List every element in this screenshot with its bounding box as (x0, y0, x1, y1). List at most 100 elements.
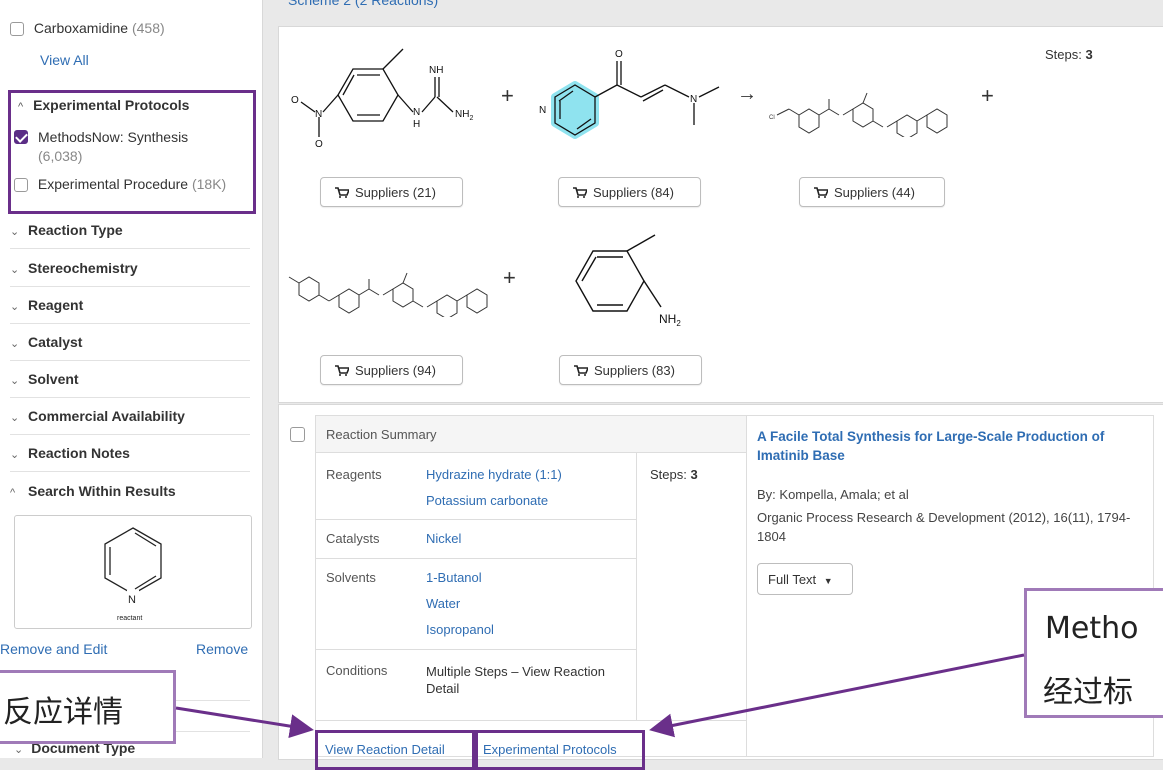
structure-product-chloromethyl[interactable]: Cl (767, 57, 977, 137)
reference-column (745, 415, 1154, 757)
o-label: O (315, 139, 323, 150)
chevron-down-icon: ⌄ (10, 375, 20, 387)
solvents-label: Solvents (326, 570, 376, 585)
methodsnow-count: (6,038) (38, 148, 83, 164)
chevron-down-icon: ⌄ (10, 338, 20, 350)
cart-icon (573, 187, 587, 198)
select-reaction-checkbox[interactable] (290, 427, 305, 442)
suppliers-button-1[interactable]: Suppliers (21) (320, 177, 463, 207)
scheme-steps: Steps: 3 (1045, 47, 1093, 62)
divider (316, 519, 636, 520)
summary-steps: Steps: 3 (650, 467, 698, 482)
facet-catalyst[interactable]: ⌄Catalyst (10, 324, 250, 361)
full-text-label: Full Text (768, 572, 817, 587)
filter-experimental-procedure[interactable]: Experimental Procedure (18K) (14, 176, 254, 193)
facet-label: Reaction Type (28, 222, 123, 238)
solvent-link[interactable]: 1-Butanol (426, 570, 482, 585)
filter-methodsnow[interactable]: MethodsNow: Synthesis (6,038) (14, 128, 240, 166)
facet-search-within-results[interactable]: ^Search Within Results (10, 473, 250, 509)
facet-label: Reagent (28, 297, 84, 313)
facet-reaction-type[interactable]: ⌄ Reaction Type (10, 212, 250, 249)
suppliers-label: Suppliers (44) (834, 185, 915, 200)
chevron-down-icon: ⌄ (10, 226, 20, 238)
plus-sign: + (503, 265, 516, 290)
reference-journal: Organic Process Research & Development (… (757, 510, 1131, 544)
facet-label: Document Type (31, 740, 136, 756)
facet-label: Commercial Availability (28, 408, 185, 424)
carboxamidine-checkbox[interactable] (10, 22, 24, 37)
plus-sign: + (501, 83, 514, 108)
experimental-protocols-header[interactable]: ^ Experimental Protocols (18, 97, 258, 113)
o-label: O (291, 95, 299, 106)
experimental-procedure-checkbox[interactable] (14, 178, 28, 193)
facet-label: Solvent (28, 371, 79, 387)
callout-methodsnow: Metho 经过标 (1024, 588, 1163, 718)
reagent-link[interactable]: Potassium carbonate (426, 493, 549, 508)
n-label: N (315, 109, 322, 120)
divider (316, 720, 746, 721)
steps-label: Steps: (650, 467, 687, 482)
facet-stereochemistry[interactable]: ⌄ Stereochemistry (10, 250, 250, 287)
scheme-title[interactable]: Scheme 2 (2 Reactions) (288, 0, 439, 8)
suppliers-button-4[interactable]: Suppliers (94) (320, 355, 463, 385)
facet-document-type[interactable]: ⌄ Document Type (14, 740, 135, 756)
divider (316, 649, 636, 650)
callout-text: 经过标 (1043, 675, 1133, 710)
suppliers-label: Suppliers (94) (355, 363, 436, 378)
cart-icon (335, 365, 349, 376)
o-label: O (615, 49, 623, 60)
nitrogen-atom-label: N (128, 594, 136, 606)
facet-label: Stereochemistry (28, 260, 138, 276)
structure-enaminone[interactable]: N O N (531, 39, 731, 159)
reagents-label: Reagents (326, 467, 382, 482)
conditions-value: Multiple Steps – View Reaction Detail (426, 664, 605, 696)
solvent-link[interactable]: Isopropanol (426, 622, 494, 637)
solvent-link[interactable]: Water (426, 596, 461, 611)
facet-reaction-notes[interactable]: ⌄Reaction Notes (10, 435, 250, 472)
remove-and-edit-link[interactable]: Remove and Edit (0, 641, 108, 657)
structure-query-box[interactable]: N reactant (14, 515, 252, 629)
experimental-protocols-link[interactable]: Experimental Protocols (483, 742, 617, 757)
methodsnow-checkbox[interactable] (14, 130, 28, 144)
plus-sign: + (981, 83, 994, 108)
n-label: N (539, 105, 546, 116)
view-all-link[interactable]: View All (40, 52, 89, 68)
column-divider (636, 452, 637, 720)
chevron-down-icon: ⌄ (10, 301, 20, 313)
callout-text: 反应详情 (3, 695, 123, 730)
suppliers-label: Suppliers (84) (593, 185, 674, 200)
facet-commercial-availability[interactable]: ⌄Commercial Availability (10, 398, 250, 435)
chevron-down-icon: ⌄ (10, 264, 20, 276)
reference-title-link[interactable]: A Facile Total Synthesis for Large-Scale… (757, 429, 1105, 463)
suppliers-button-3[interactable]: Suppliers (44) (799, 177, 945, 207)
suppliers-label: Suppliers (21) (355, 185, 436, 200)
conditions-label: Conditions (326, 663, 388, 678)
summary-header-row: Reaction Summary (316, 416, 746, 453)
steps-value: 3 (690, 467, 698, 482)
experimental-protocols-title: Experimental Protocols (33, 97, 190, 113)
suppliers-button-5[interactable]: Suppliers (83) (559, 355, 702, 385)
reference-authors: By: Kompella, Amala; et al (757, 487, 909, 502)
structure-nitrophenylguanidine[interactable]: NH NH2 N H N O O (285, 37, 485, 167)
facet-reagent[interactable]: ⌄ Reagent (10, 287, 250, 324)
full-text-button[interactable]: Full Text ▼ (757, 563, 853, 595)
facet-label: Search Within Results (28, 483, 176, 499)
experimental-procedure-count: (18K) (191, 176, 227, 192)
facet-solvent[interactable]: ⌄ Solvent (10, 361, 250, 398)
facet-label: Reaction Notes (28, 445, 130, 461)
view-reaction-detail-link[interactable]: View Reaction Detail (325, 742, 445, 757)
callout-text: Metho (1045, 611, 1139, 646)
remove-link[interactable]: Remove (196, 641, 249, 657)
carboxamidine-label: Carboxamidine (33, 20, 129, 36)
reaction-arrow-icon: → (737, 83, 757, 105)
catalyst-link[interactable]: Nickel (426, 531, 462, 546)
chevron-down-icon: ⌄ (14, 744, 24, 756)
structure-o-toluidine[interactable]: NH2 (555, 227, 705, 337)
caret-down-icon: ▼ (823, 576, 833, 586)
filter-carboxamidine[interactable]: Carboxamidine (458) (10, 20, 250, 40)
reagent-link[interactable]: Hydrazine hydrate (1:1) (426, 467, 562, 482)
reaction-scheme-panel: Steps: 3 NH NH2 N H (278, 26, 1163, 403)
structure-product-piperazine[interactable] (285, 247, 505, 317)
suppliers-label: Suppliers (83) (594, 363, 675, 378)
suppliers-button-2[interactable]: Suppliers (84) (558, 177, 701, 207)
